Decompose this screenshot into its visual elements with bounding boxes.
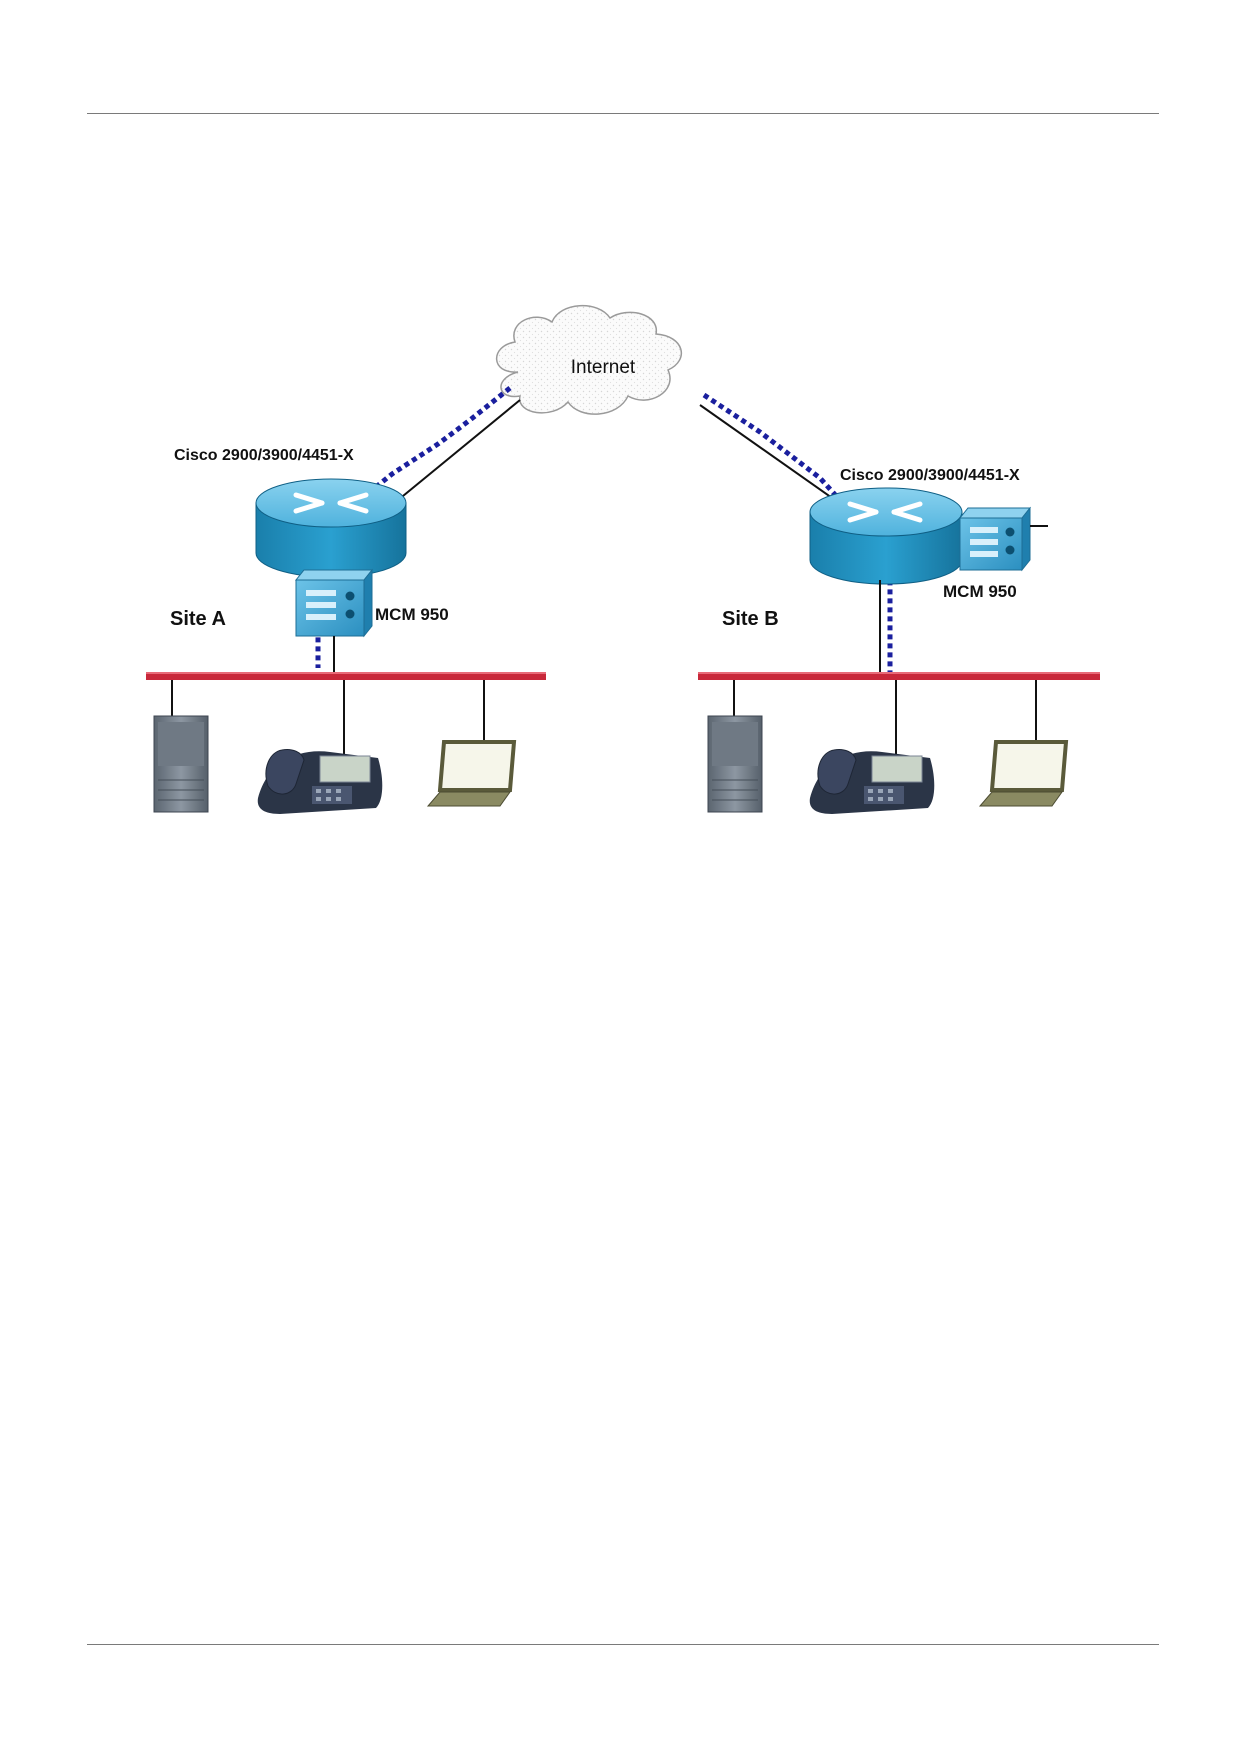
device-drops [171,680,1037,756]
ip-phone-icon [809,749,935,814]
footer-rule [87,1644,1159,1645]
dotted-path-site-b [702,392,960,674]
link-b-internet [699,404,853,513]
router-site-a [255,478,407,578]
link-a-internet [391,399,521,506]
site-label-b: Site B [722,608,779,630]
module-label-site-b: MCM 950 [943,582,1017,601]
router-label-site-b: Cisco 2900/3900/4451-X [840,467,1020,484]
header-rule [87,113,1159,114]
laptop-icon [426,740,517,807]
mcm950-module-site-b [958,506,1048,572]
mcm950-module-site-a [294,568,374,638]
lan-bus-site-b [698,672,1100,680]
router-label-site-a: Cisco 2900/3900/4451-X [174,447,354,464]
ip-phone-icon [257,749,383,814]
server-icon [707,715,763,813]
internet-cloud: Internet [495,305,683,415]
internet-label: Internet [571,357,636,378]
module-label-site-a: MCM 950 [375,605,449,624]
laptop-icon [978,740,1069,807]
router-site-b [809,487,963,585]
site-label-a: Site A [170,608,226,630]
router-arrows-icon [847,501,923,523]
lan-bus-site-a [146,672,546,680]
router-arrows-icon [293,492,369,514]
server-icon [153,715,209,813]
